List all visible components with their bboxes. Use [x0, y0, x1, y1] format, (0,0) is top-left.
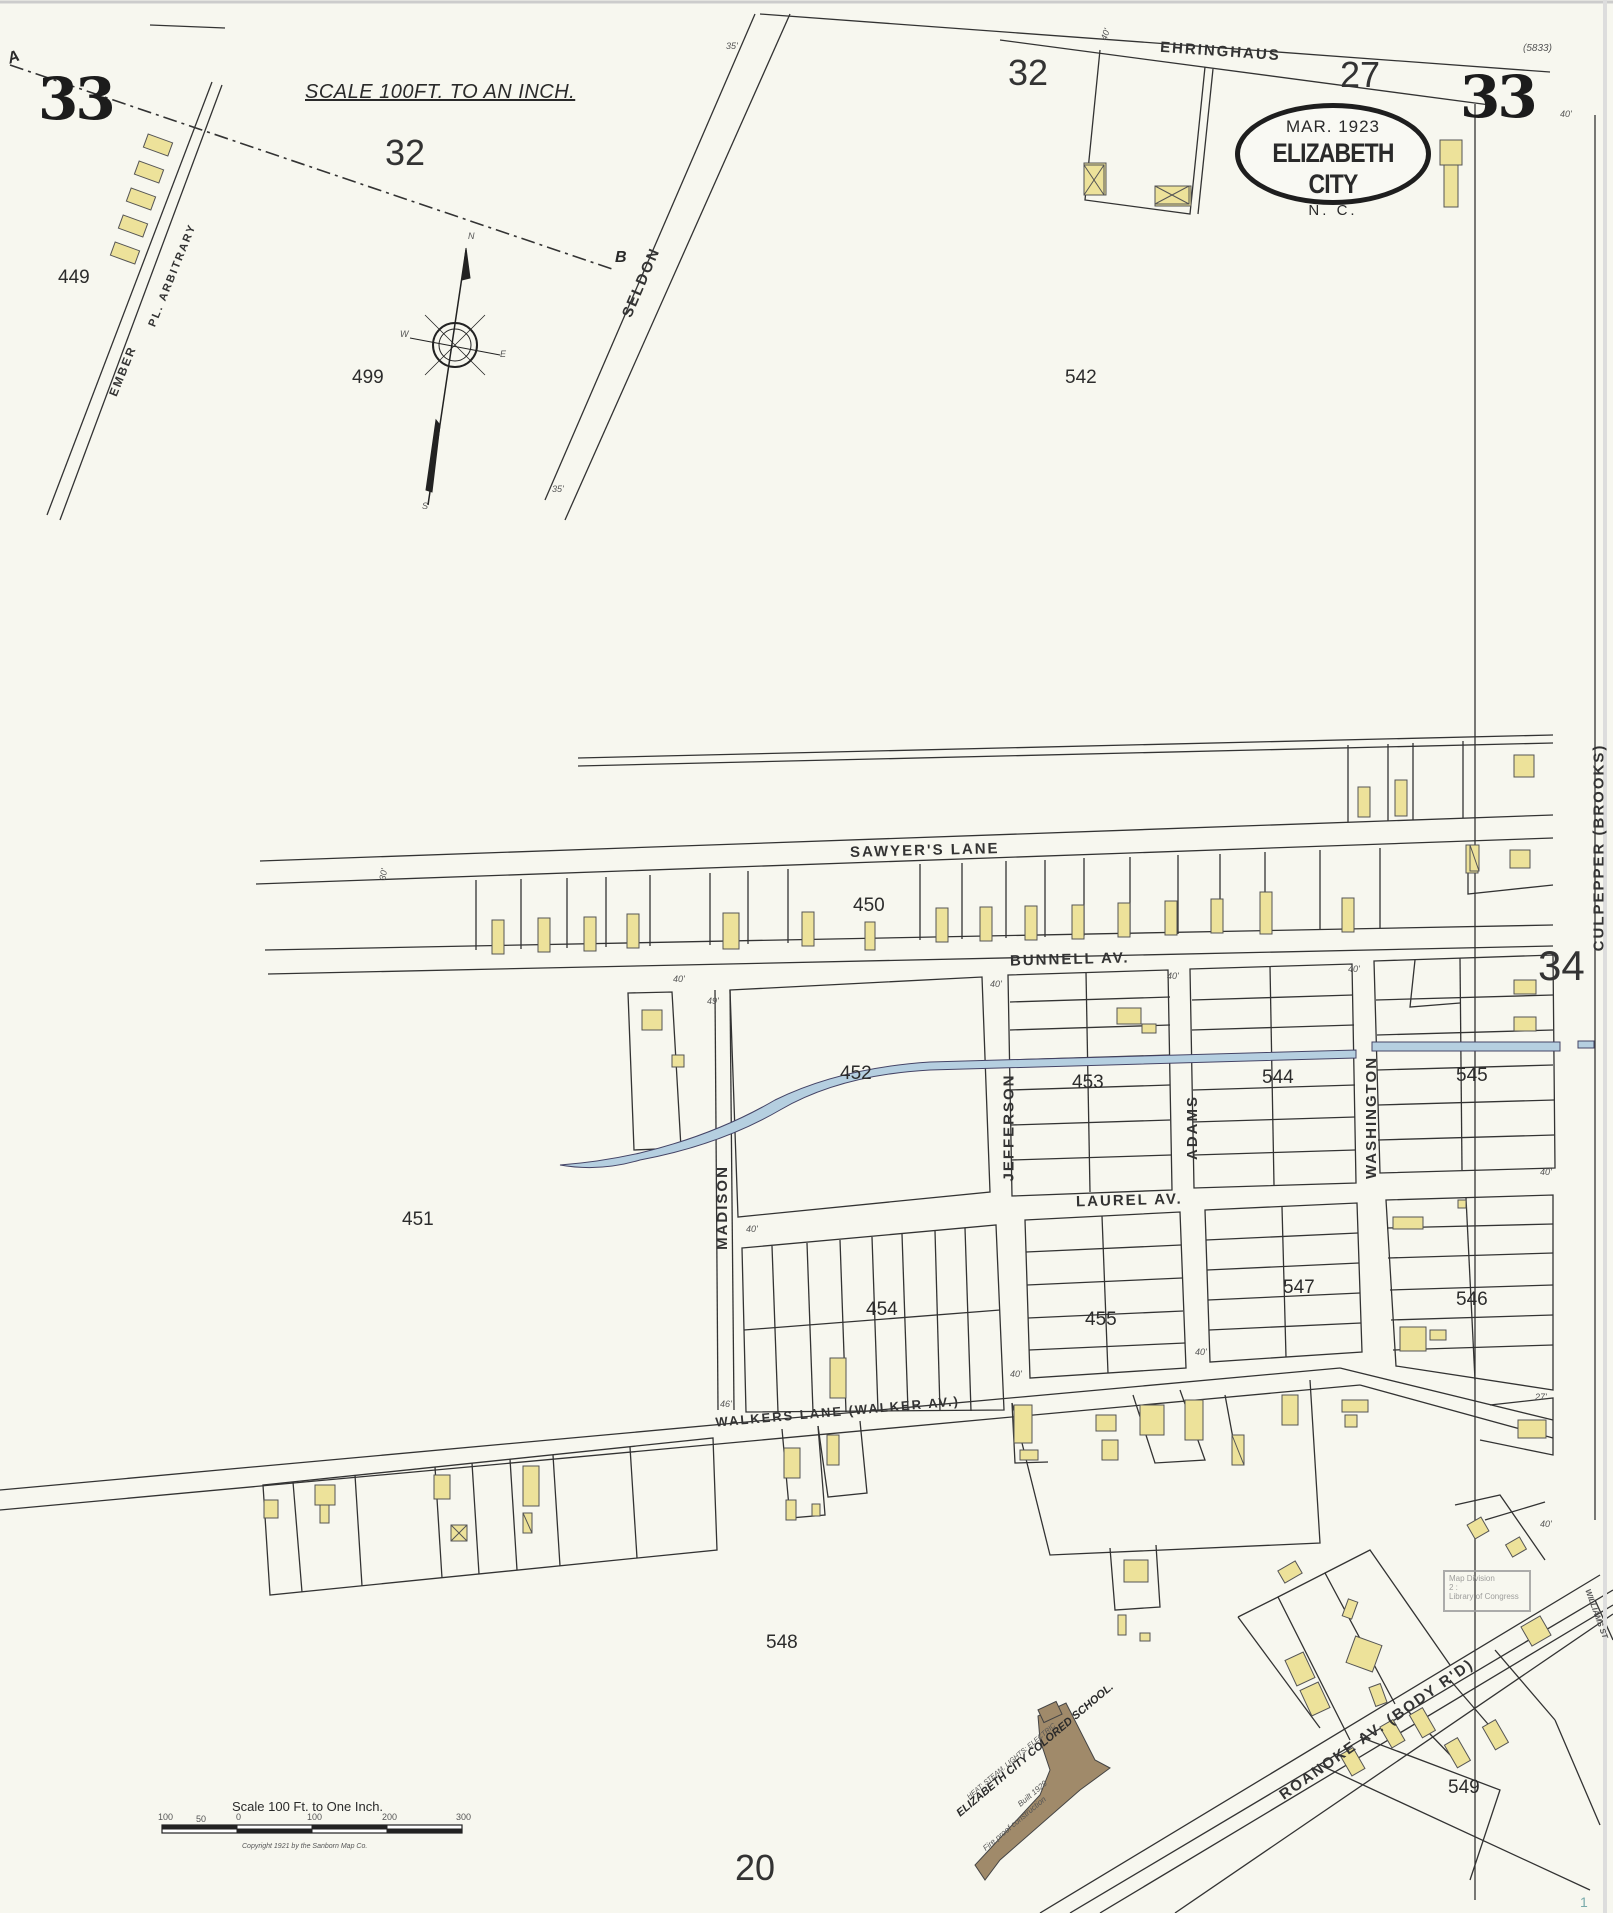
scale-note: SCALE 100FT. TO AN INCH. [305, 81, 576, 103]
scale-tick-2: 0 [236, 1812, 242, 1822]
scale-bar-title: Scale 100 Ft. to One Inch. [232, 1799, 384, 1814]
block-548: 548 [766, 1632, 798, 1653]
copyright: Copyright 1921 by the Sanborn Map Co. [242, 1843, 368, 1850]
section-marker-b: B [615, 249, 627, 266]
scale-tick-3: 100 [307, 1812, 323, 1822]
scale-tick-0: 100 [158, 1812, 174, 1822]
block-545: 545 [1456, 1065, 1488, 1086]
block-499: 499 [352, 367, 384, 388]
width-40-laurel-2: 40' [1195, 1347, 1207, 1357]
street-washington: WASHINGTON [1363, 1055, 1381, 1180]
adjacent-sheet-32[interactable]: 32 [385, 132, 426, 173]
street-madison: MADISON [713, 1165, 731, 1250]
block-549: 549 [1448, 1777, 1480, 1798]
stamp-line-3: Library of Congress [1449, 1592, 1519, 1601]
width-40-east: 40' [1540, 1167, 1552, 1177]
width-40-jefferson: 40' [990, 979, 1002, 989]
block-450: 450 [853, 895, 885, 916]
scale-tick-5: 300 [456, 1812, 472, 1822]
compass-n: N [468, 231, 475, 241]
width-49: 49' [707, 996, 719, 1006]
map-state: N. C. [1308, 202, 1358, 219]
title-cartouche: MAR. 1923 ELIZABETH CITY N. C. [1235, 103, 1431, 219]
width-40-bunnell: 40' [673, 974, 685, 984]
scale-tick-1: 50 [196, 1814, 207, 1824]
block-542: 542 [1065, 367, 1097, 388]
street-culpepper: CULPEPPER (BROOKS) [1590, 743, 1608, 952]
block-451: 451 [402, 1209, 434, 1230]
map-date: MAR. 1923 [1285, 117, 1381, 136]
adjacent-sheet-32-top[interactable]: 32 [1008, 52, 1049, 93]
width-40-culpepper: 40' [1560, 109, 1572, 119]
sheet-number-right: 33 [1460, 63, 1538, 131]
compass-w: W [400, 329, 409, 339]
street-adams: ADAMS [1184, 1095, 1201, 1160]
creek [559, 1049, 1357, 1169]
block-454: 454 [866, 1299, 898, 1320]
library-stamp: Map Division 2 : Library of Congress [1443, 1570, 1531, 1612]
block-452: 452 [840, 1063, 872, 1084]
block-453: 453 [1072, 1072, 1104, 1093]
width-40-washington: 40' [1348, 964, 1360, 974]
sawyers-lots [475, 848, 1381, 950]
compass-e: E [500, 349, 507, 359]
block-449: 449 [58, 267, 90, 288]
street-bunnell-av: BUNNELL AV. [1009, 949, 1130, 970]
adjacent-sheet-20[interactable]: 20 [735, 1847, 776, 1888]
street-jefferson: JEFFERSON [1000, 1073, 1018, 1182]
scale-bar [161, 1824, 463, 1834]
sheds [450, 164, 1490, 1584]
width-27: 27' [1535, 1392, 1547, 1402]
adjacent-sheet-27[interactable]: 27 [1340, 54, 1381, 95]
block-544: 544 [1262, 1067, 1294, 1088]
width-35-seldon-top: 35' [726, 41, 738, 51]
adjacent-sheet-34[interactable]: 34 [1538, 942, 1585, 989]
corner-id: (5833) [1523, 43, 1552, 54]
stamp-line-2: 2 : [1449, 1583, 1458, 1592]
block-547: 547 [1283, 1277, 1315, 1298]
map-city: ELIZABETH CITY [1272, 138, 1394, 199]
section-line-ab [9, 64, 616, 271]
ehringhaus-edge [759, 13, 1551, 73]
page-marker: 1 [1580, 1894, 1588, 1910]
stamp-line-1: Map Division [1449, 1574, 1495, 1583]
colored-school-building [974, 1700, 1111, 1881]
block-455: 455 [1085, 1309, 1117, 1330]
dwellings [109, 133, 1552, 1777]
width-35-seldon-bottom: 35' [552, 484, 564, 494]
compass-s: S [422, 501, 429, 511]
width-40-laurel: 40' [1010, 1369, 1022, 1379]
compass-rose [409, 247, 501, 506]
width-40-madison: 40' [746, 1224, 758, 1234]
sheet-number-left: 33 [38, 65, 116, 133]
street-sawyers-lane: SAWYER'S LANE [849, 840, 1000, 861]
street-laurel-av: LAUREL AV. [1075, 1190, 1183, 1211]
width-46: 46' [720, 1399, 732, 1409]
width-40-adams: 40' [1167, 971, 1179, 981]
scale-tick-4: 200 [382, 1812, 398, 1822]
block-546: 546 [1456, 1289, 1488, 1310]
width-40-southeast: 40' [1540, 1519, 1552, 1529]
